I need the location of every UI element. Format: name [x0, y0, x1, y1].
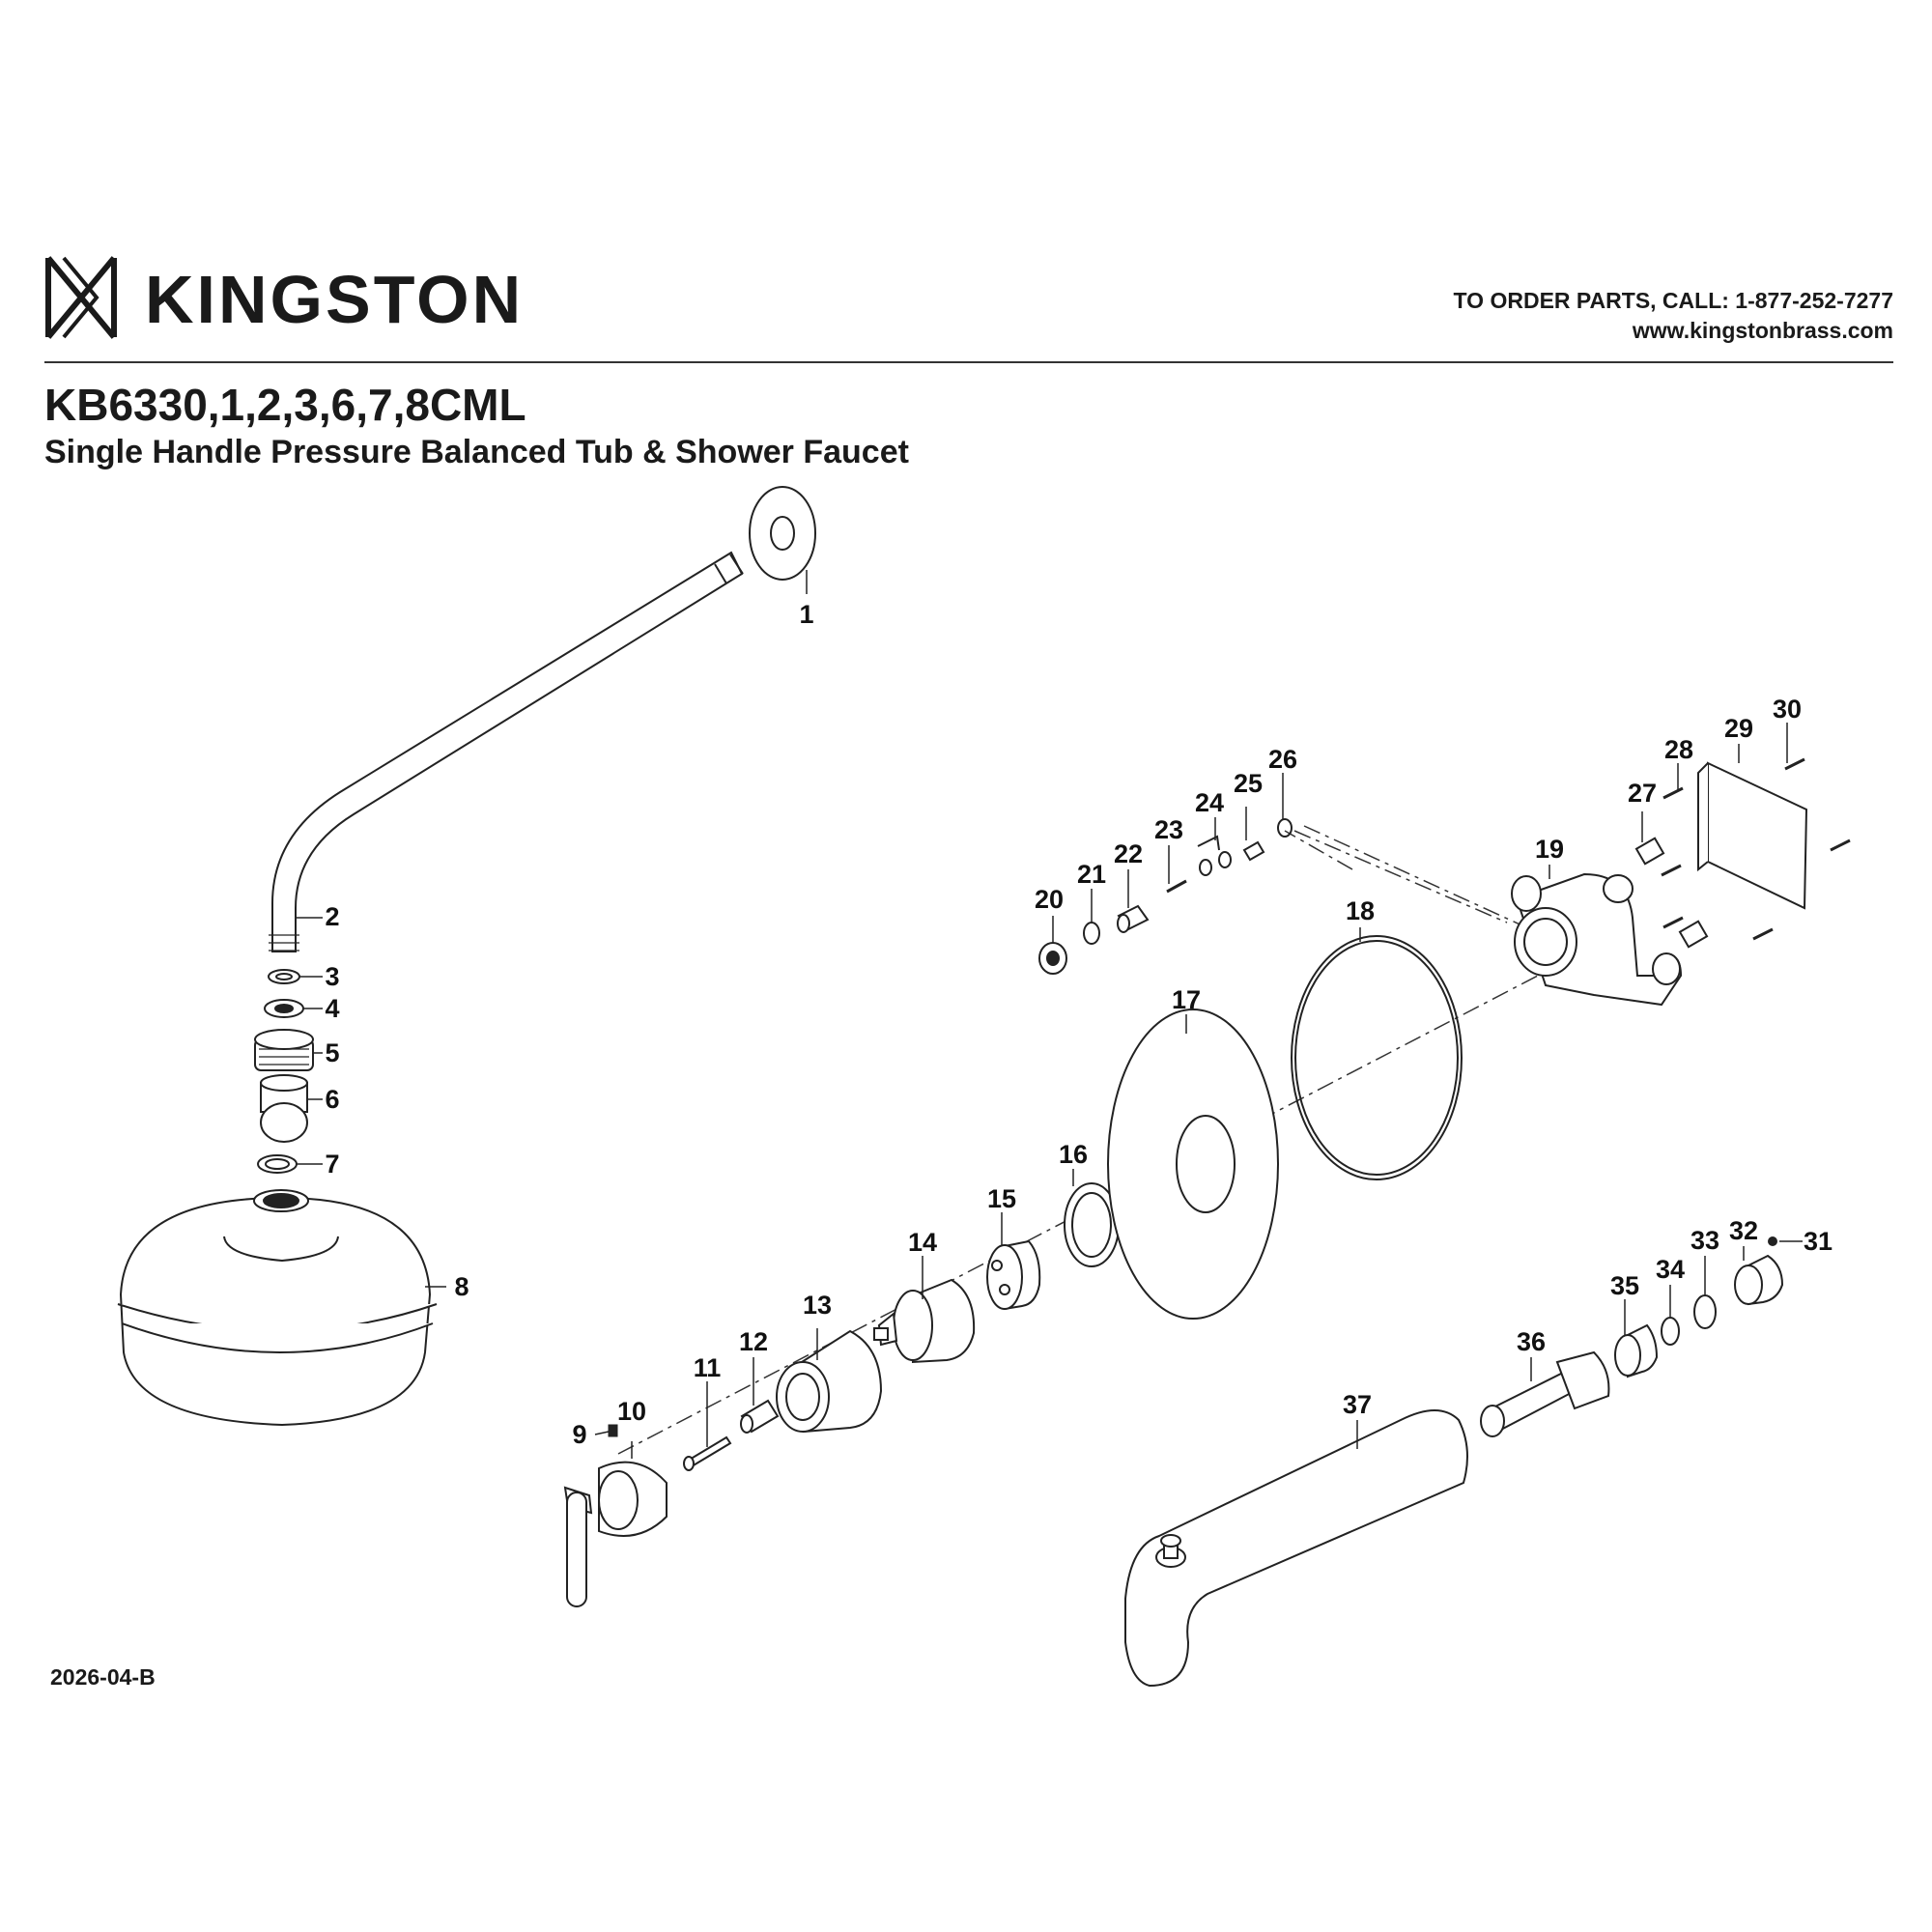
website-link[interactable]: www.kingstonbrass.com [1632, 318, 1893, 343]
callout-23: 23 [1154, 815, 1183, 844]
callout-35: 35 [1610, 1271, 1639, 1300]
assembly-centerlines [617, 825, 1585, 1455]
callout-31: 31 [1804, 1227, 1833, 1256]
callout-13: 13 [803, 1291, 832, 1320]
callout-16: 16 [1059, 1140, 1088, 1169]
callout-15: 15 [987, 1184, 1016, 1213]
part-29-mounting-plate [1697, 761, 1808, 910]
callout-26: 26 [1268, 745, 1297, 774]
part-22-diverter-stem [1117, 904, 1150, 933]
callout-30: 30 [1773, 695, 1802, 724]
callout-1: 1 [799, 600, 813, 629]
part-19-valve-body [1511, 872, 1683, 1007]
part-28-screw [1661, 786, 1684, 929]
callout-18: 18 [1346, 896, 1375, 925]
callout-8: 8 [454, 1272, 469, 1301]
part-21-o-ring [1083, 922, 1100, 945]
callout-6: 6 [325, 1085, 339, 1114]
header-divider [44, 361, 1893, 363]
callout-24: 24 [1195, 788, 1224, 817]
callout-37: 37 [1343, 1390, 1372, 1419]
part-11-handle-screw [683, 1435, 732, 1471]
part-20-cap-nut [1038, 942, 1067, 975]
kingston-logo-icon [45, 256, 117, 339]
part-7-washer [257, 1154, 298, 1174]
callout-5: 5 [325, 1038, 339, 1067]
part-10-lever-handle [563, 1461, 668, 1607]
callout-10: 10 [617, 1397, 646, 1426]
part-17-trim-plate [1107, 1009, 1279, 1320]
part-2-shower-arm [269, 551, 744, 952]
callout-4: 4 [325, 994, 339, 1023]
callout-36: 36 [1517, 1327, 1546, 1356]
contact-block: TO ORDER PARTS, CALL: 1-877-252-7277 www… [1454, 286, 1893, 346]
part-4-gasket [264, 999, 304, 1018]
callout-20: 20 [1035, 885, 1064, 914]
callout-34: 34 [1656, 1255, 1685, 1284]
part-33-o-ring [1693, 1294, 1717, 1329]
part-13-sleeve [776, 1329, 883, 1434]
callout-22: 22 [1114, 839, 1143, 868]
callout-27: 27 [1628, 779, 1657, 808]
part-31-set-screw [1768, 1236, 1777, 1246]
document-code: 2026-04-B [50, 1664, 156, 1690]
part-15-cartridge-body [986, 1239, 1041, 1311]
callout-21: 21 [1077, 860, 1106, 889]
part-35-nut [1614, 1323, 1659, 1378]
callout-12: 12 [739, 1327, 768, 1356]
callout-25: 25 [1234, 769, 1263, 798]
callout-11: 11 [694, 1353, 722, 1382]
callout-19: 19 [1535, 835, 1564, 864]
part-26-washer [1277, 818, 1293, 838]
callout-9: 9 [572, 1420, 586, 1449]
part-18-gasket-ring [1291, 935, 1463, 1180]
callout-17: 17 [1172, 985, 1201, 1014]
part-23-spring [1166, 879, 1187, 894]
part-32-adapter [1734, 1254, 1784, 1306]
part-37-tub-spout [1124, 1409, 1468, 1688]
order-parts-phone: TO ORDER PARTS, CALL: 1-877-252-7277 [1453, 288, 1893, 313]
callout-28: 28 [1664, 735, 1693, 764]
part-27-spacer [1634, 837, 1709, 949]
part-1-shower-flange [749, 486, 816, 581]
brand-name: KINGSTON [145, 262, 525, 337]
callout-7: 7 [325, 1150, 339, 1179]
product-description: Single Handle Pressure Balanced Tub & Sh… [44, 434, 909, 470]
callout-14: 14 [908, 1228, 937, 1257]
part-36-nipple [1480, 1350, 1610, 1437]
part-3-washer [268, 969, 300, 984]
part-24-washer [1197, 835, 1232, 876]
part-30-screw [1752, 757, 1851, 941]
part-6-ball-joint [260, 1074, 308, 1143]
part-9-set-screw [608, 1424, 618, 1437]
part-14-cartridge [873, 1278, 976, 1364]
part-34-o-ring [1661, 1317, 1680, 1346]
callout-32: 32 [1729, 1216, 1758, 1245]
model-number: KB6330,1,2,3,6,7,8CML [44, 380, 526, 430]
part-5-swivel-nut [254, 1029, 314, 1071]
part-8-shower-head [117, 1189, 438, 1427]
part-12-stem-adapter [740, 1399, 780, 1434]
callout-2: 2 [325, 902, 339, 931]
callout-29: 29 [1724, 714, 1753, 743]
callout-3: 3 [325, 962, 339, 991]
part-callouts: 1 2 3 4 5 6 7 8 9 10 11 12 13 14 15 16 1… [325, 600, 1833, 1449]
part-16-bonnet-nut [1064, 1182, 1120, 1267]
part-25-plunger [1242, 840, 1265, 862]
callout-leaders [296, 723, 1803, 1459]
callout-33: 33 [1690, 1226, 1719, 1255]
